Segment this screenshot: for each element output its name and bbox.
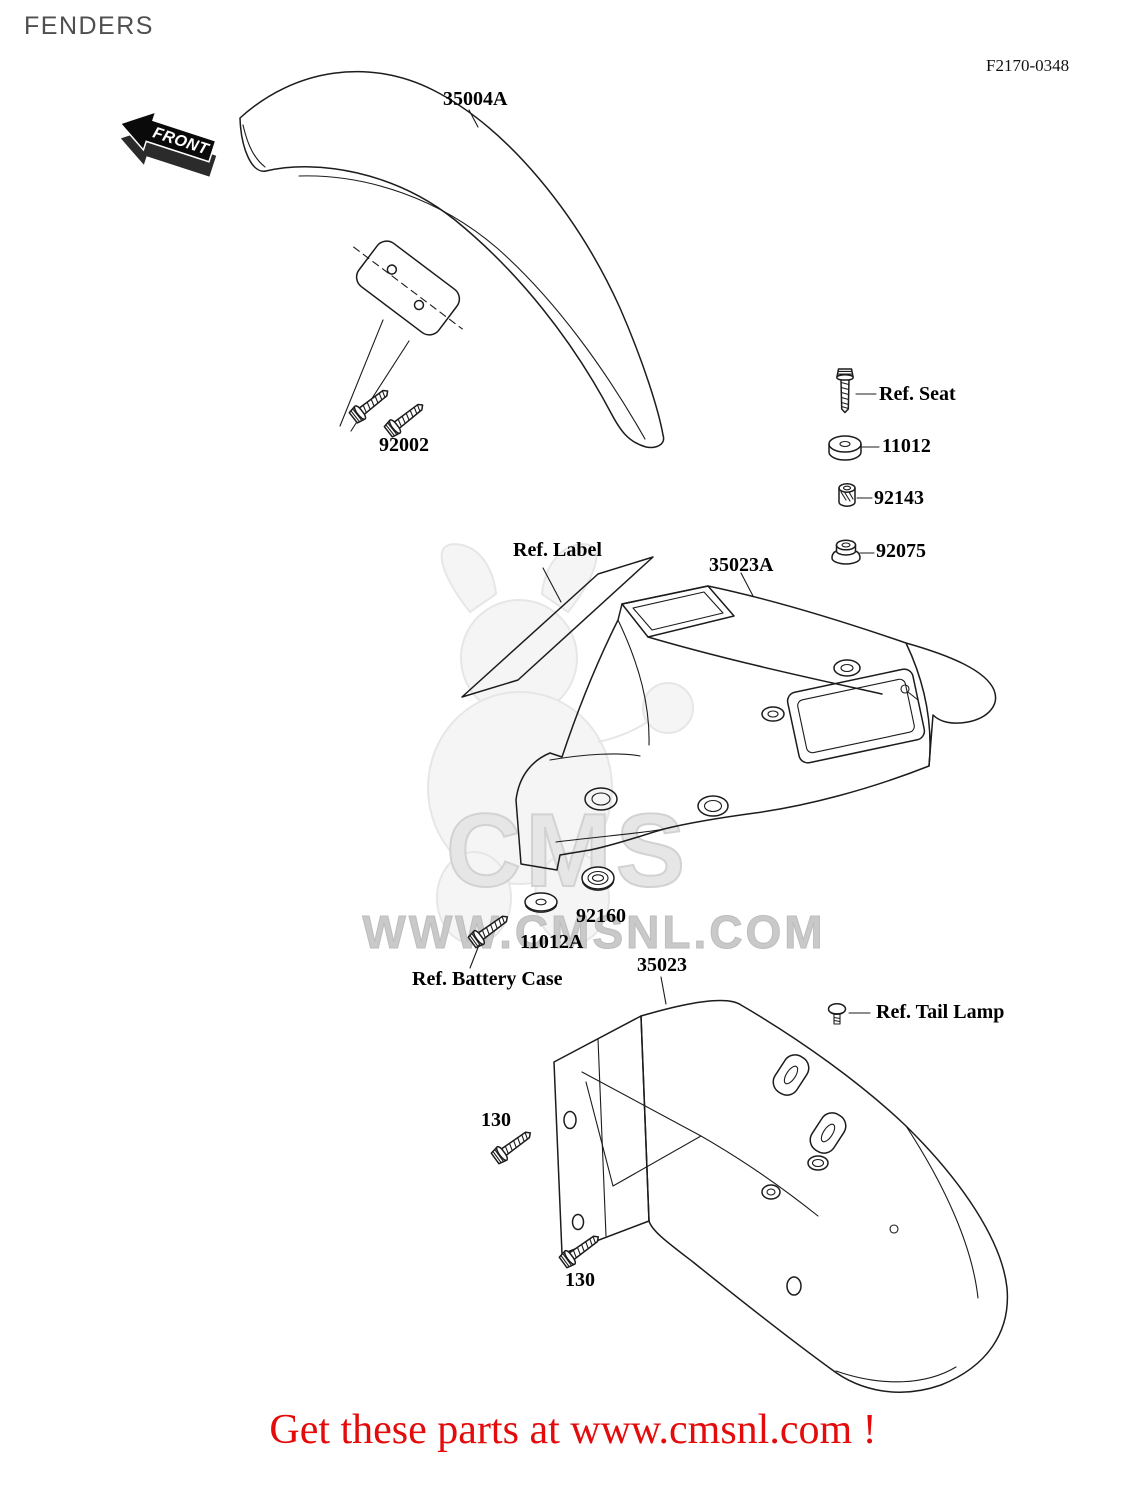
bolt-130-icon — [557, 1229, 604, 1270]
footer-promo-text: Get these parts at www.cmsnl.com ! — [269, 1407, 877, 1453]
damper-11012 — [828, 435, 862, 461]
label-sheet-drawing — [461, 556, 654, 698]
rear-fender-rear-drawing — [489, 976, 1009, 1393]
watermark-initials: CMS — [446, 793, 689, 909]
rear-fender-rear-outline — [640, 999, 1009, 1393]
figure-code: F2170-0348 — [986, 56, 1070, 75]
callout-92002: 92002 — [379, 434, 429, 456]
callout-130-upper: 130 — [481, 1109, 511, 1131]
callout-92143: 92143 — [874, 487, 924, 509]
bolt-130-icon — [489, 1125, 536, 1166]
grommet-92160 — [581, 866, 615, 891]
fender-recess — [786, 668, 926, 764]
callout-92160: 92160 — [576, 905, 626, 927]
callout-35023: 35023 — [637, 954, 687, 976]
callout-11012a: 11012A — [520, 931, 584, 953]
callout-ref-tail-lamp: Ref. Tail Lamp — [876, 1001, 1005, 1023]
battery-case-hardware-drawing — [466, 866, 615, 969]
front-fender-drawing — [239, 70, 665, 449]
collar-92143 — [838, 483, 856, 507]
front-fender-outline — [239, 70, 665, 449]
seat-bolt-icon — [836, 368, 854, 414]
page-title: FENDERS — [24, 12, 154, 40]
callout-130-lower: 130 — [565, 1269, 595, 1291]
tail-lamp-screw-drawing — [827, 1003, 847, 1025]
callout-92075: 92075 — [876, 540, 926, 562]
callout-ref-label: Ref. Label — [513, 539, 602, 561]
bolt-icon — [382, 397, 429, 439]
front-arrow-icon: FRONT — [119, 110, 217, 177]
mount-tab — [809, 1112, 847, 1154]
cms-mascot-icon — [427, 543, 694, 945]
callout-11012: 11012 — [882, 435, 931, 457]
mount-tab — [772, 1054, 810, 1096]
grommet-92075 — [831, 539, 861, 565]
fender-bracket — [353, 240, 463, 336]
cms-watermark: CMS WWW.CMSNL.COM — [362, 543, 825, 959]
rear-fender-front-drawing — [515, 572, 997, 871]
callout-ref-battery-case: Ref. Battery Case — [412, 968, 563, 990]
callout-ref-seat: Ref. Seat — [879, 383, 956, 405]
seat-hardware-drawing — [828, 368, 880, 565]
washer-11012a — [524, 892, 558, 913]
rear-fender-front-outline — [515, 585, 997, 871]
callout-35023a: 35023A — [709, 554, 774, 576]
callout-35004a: 35004A — [443, 88, 508, 110]
watermark-url: WWW.CMSNL.COM — [362, 906, 825, 958]
